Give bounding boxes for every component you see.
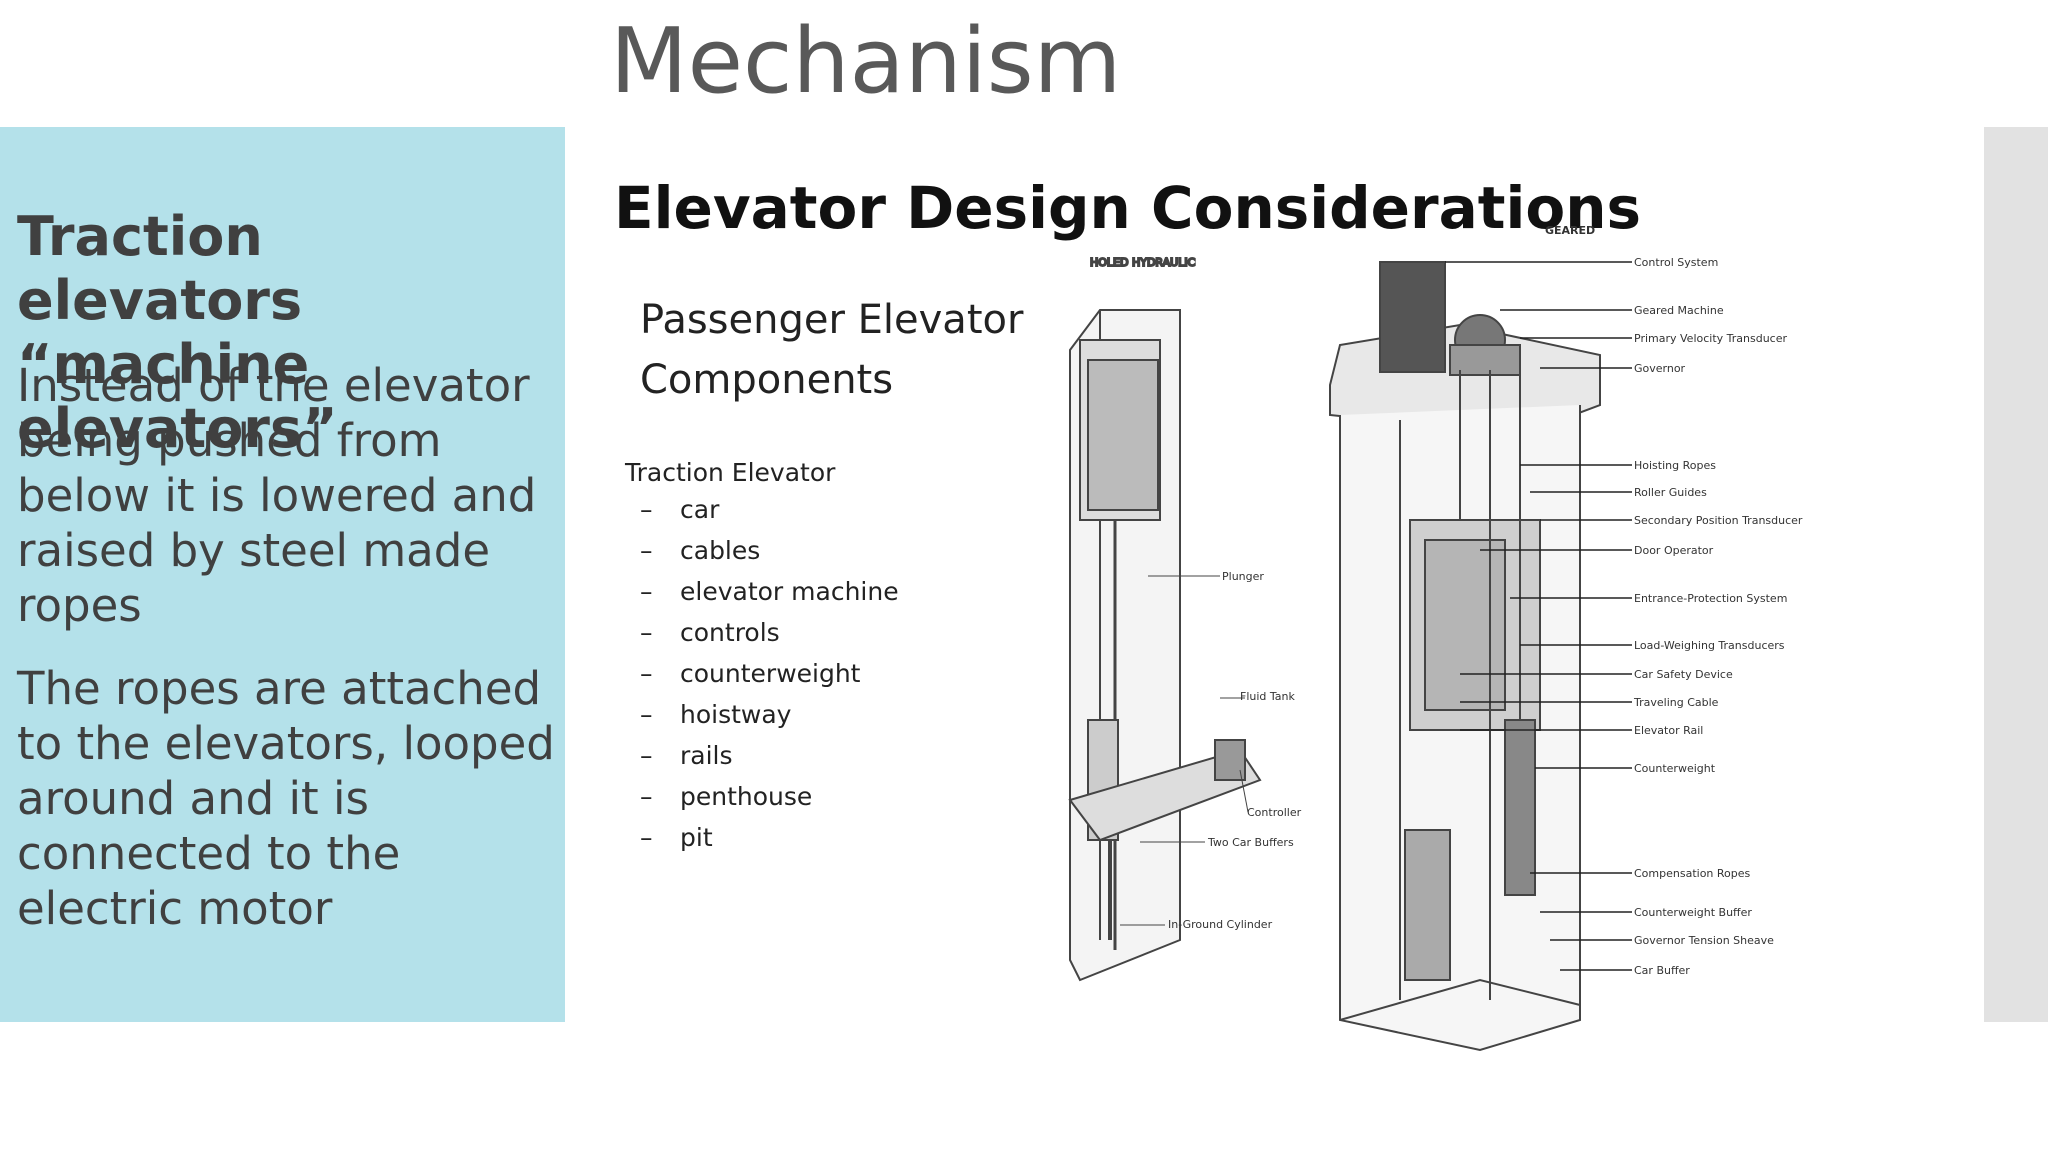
list-item-label: pit (680, 823, 713, 852)
slide-title: Mechanism (610, 9, 1122, 114)
callout-roller-guides: Roller Guides (1634, 486, 1707, 499)
list-item: –controls (640, 618, 899, 659)
callout-door-operator: Door Operator (1634, 544, 1714, 557)
list-item-label: controls (680, 618, 780, 647)
list-item: –pit (640, 823, 899, 864)
callout-control-system: Control System (1634, 256, 1718, 269)
callout-compensation-ropes: Compensation Ropes (1634, 867, 1751, 880)
list-item: –penthouse (640, 782, 899, 823)
list-dash: – (640, 700, 653, 729)
list-item: –hoistway (640, 700, 899, 741)
geared-callouts (1445, 261, 1632, 971)
paragraph-1: Instead of the elevator being pushed fro… (17, 359, 537, 632)
geared-elevator-drawing: GEARED (1329, 224, 1601, 1052)
callout-counterweight-buffer: Counterweight Buffer (1634, 906, 1752, 919)
list-item-label: elevator machine (680, 577, 899, 606)
list-item: –cables (640, 536, 899, 577)
callout-elevator-rail: Elevator Rail (1634, 724, 1703, 737)
callout-traveling-cable: Traveling Cable (1633, 696, 1719, 709)
geared-label: GEARED (1545, 224, 1595, 237)
list-item-label: cables (680, 536, 761, 565)
callout-geared-machine: Geared Machine (1634, 304, 1724, 317)
list-item-label: hoistway (680, 700, 792, 729)
list-item-label: penthouse (680, 782, 813, 811)
callout-primary-velocity-transducer: Primary Velocity Transducer (1634, 332, 1787, 345)
callout-fluid-tank: Fluid Tank (1240, 690, 1296, 703)
list-heading: Traction Elevator (625, 458, 836, 487)
elevator-diagram: HOLED HYDRAULIC Plunger Fluid Tank Contr… (1068, 224, 1803, 1052)
list-dash: – (640, 618, 653, 647)
figure-title: Elevator Design Considerations (614, 174, 1642, 242)
callout-controller: Controller (1247, 806, 1302, 819)
list-dash: – (640, 782, 653, 811)
right-accent-bar (1984, 127, 2048, 1022)
list-item: –counterweight (640, 659, 899, 700)
list-item: –car (640, 495, 899, 536)
callout-in-ground-cylinder: In-Ground Cylinder (1168, 918, 1273, 931)
callout-hoisting-ropes: Hoisting Ropes (1634, 459, 1716, 472)
geared-callout-labels: Control System Geared Machine Primary Ve… (1633, 256, 1803, 977)
list-item-label: counterweight (680, 659, 861, 688)
list-dash: – (640, 823, 653, 852)
hydraulic-label: HOLED HYDRAULIC (1090, 256, 1196, 269)
list-item: –elevator machine (640, 577, 899, 618)
list-item-label: car (680, 495, 720, 524)
callout-secondary-position-transducer: Secondary Position Transducer (1634, 514, 1803, 527)
callout-car-buffer: Car Buffer (1634, 964, 1690, 977)
callout-governor-tension-sheave: Governor Tension Sheave (1634, 934, 1774, 947)
panel-heading: Traction elevators “machine elevators” (17, 205, 338, 460)
list-dash: – (640, 741, 653, 770)
paragraph-2: The ropes are attached to the elevators,… (17, 662, 555, 935)
figure-subtitle: Passenger Elevator Components (640, 290, 1060, 410)
callout-plunger: Plunger (1222, 570, 1264, 583)
callout-load-weighing-transducers: Load-Weighing Transducers (1634, 639, 1785, 652)
hydraulic-elevator-drawing: HOLED HYDRAULIC Plunger Fluid Tank Contr… (1068, 255, 1302, 982)
list-dash: – (640, 659, 653, 688)
text-panel: Traction elevators “machine elevators” I… (0, 127, 565, 1022)
callout-car-safety-device: Car Safety Device (1634, 668, 1733, 681)
list-dash: – (640, 495, 653, 524)
callout-entrance-protection-system: Entrance-Protection System (1634, 592, 1787, 605)
list-item: –rails (640, 741, 899, 782)
subtitle-line-2: Components (640, 357, 894, 403)
list-dash: – (640, 577, 653, 606)
list-dash: – (640, 536, 653, 565)
callout-two-car-buffers: Two Car Buffers (1207, 836, 1294, 849)
subtitle-line-1: Passenger Elevator (640, 297, 1024, 343)
callout-governor: Governor (1634, 362, 1686, 375)
component-list: –car –cables –elevator machine –controls… (640, 495, 899, 864)
callout-counterweight: Counterweight (1634, 762, 1716, 775)
list-item-label: rails (680, 741, 733, 770)
